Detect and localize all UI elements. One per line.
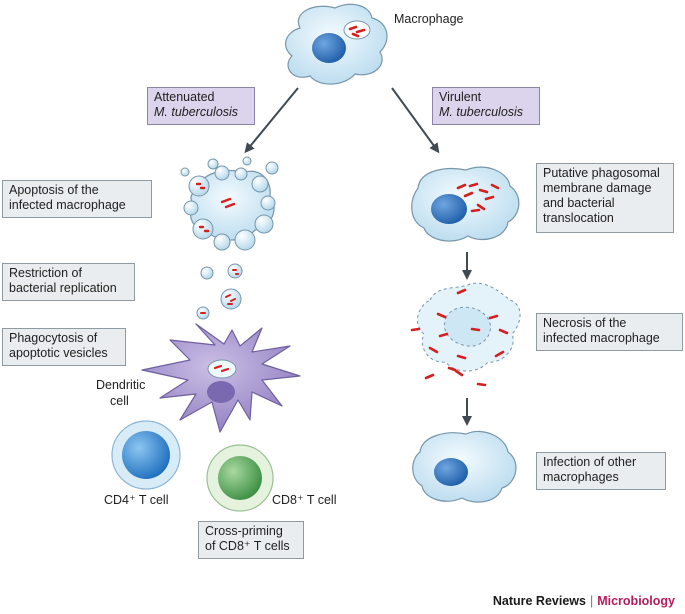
infection-box: Infection of other macrophages xyxy=(536,452,666,490)
necrosis-line1: Necrosis of the xyxy=(543,316,627,330)
apoptosis-line2: infected macrophage xyxy=(9,198,126,212)
dendritic-cell xyxy=(141,323,301,433)
cross-priming-line1: Cross-priming xyxy=(205,524,283,538)
attenuated-line1: Attenuated xyxy=(154,90,215,104)
arrow-attenuated xyxy=(244,87,299,154)
apoptosis-line1: Apoptosis of the xyxy=(9,183,99,197)
infection-line1: Infection of other xyxy=(543,455,637,469)
dendritic-label-line1: Dendritic xyxy=(96,378,146,392)
restriction-box: Restriction of bacterial replication xyxy=(2,263,135,301)
top-bacteria xyxy=(348,25,366,38)
virulent-line2: M. tuberculosis xyxy=(439,105,524,119)
apoptosis-box: Apoptosis of the infected macrophage xyxy=(2,180,152,218)
cd8-label: CD8⁺ T cell xyxy=(272,493,337,507)
virulent-box: Virulent M. tuberculosis xyxy=(432,87,540,125)
cross-priming-box: Cross-priming of CD8⁺ T cells xyxy=(198,521,304,559)
dendritic-nucleus xyxy=(207,381,235,403)
macrophage-label: Macrophage xyxy=(394,12,464,26)
membrane-damage-box: Putative phagosomal membrane damage and … xyxy=(536,163,674,233)
membrane-damage-line4: translocation xyxy=(543,211,614,225)
cd4-nucleus xyxy=(122,431,170,479)
damaged-macrophage xyxy=(411,166,520,242)
necrosis-line2: infected macrophage xyxy=(543,331,660,345)
journal-name: Microbiology xyxy=(597,594,675,608)
attenuated-box: Attenuated M. tuberculosis xyxy=(147,87,255,125)
attenuated-line2: M. tuberculosis xyxy=(154,105,239,119)
restriction-line2: bacterial replication xyxy=(9,281,117,295)
infection-line2: macrophages xyxy=(543,470,619,484)
membrane-damage-line2: membrane damage xyxy=(543,181,652,195)
new-macrophage-nucleus xyxy=(434,458,468,486)
released-bacteria xyxy=(410,288,509,387)
translocated-bacteria xyxy=(456,182,500,213)
apoptotic-macrophage xyxy=(180,156,279,251)
restriction-line1: Restriction of xyxy=(9,266,82,280)
dendritic-label-line2: cell xyxy=(110,394,129,408)
cd4-label: CD4⁺ T cell xyxy=(104,493,169,507)
arrow-virulent xyxy=(391,87,440,154)
phagocytosis-line2: apoptotic vesicles xyxy=(9,346,108,360)
virulent-line1: Virulent xyxy=(439,90,482,104)
publisher-name: Nature Reviews xyxy=(492,594,586,608)
necrosis-box: Necrosis of the infected macrophage xyxy=(536,313,683,351)
cd4-t-cell xyxy=(111,420,181,490)
apoptotic-vesicles xyxy=(196,263,243,320)
damaged-macrophage-nucleus xyxy=(431,194,467,224)
apoptotic-blebs xyxy=(180,156,279,251)
top-phagosome xyxy=(343,20,371,40)
top-macrophage xyxy=(284,3,388,85)
membrane-damage-line1: Putative phagosomal xyxy=(543,166,660,180)
journal-footer: Nature Reviews|Microbiology xyxy=(492,594,675,608)
dendritic-vesicle xyxy=(207,359,237,379)
membrane-damage-line3: and bacterial xyxy=(543,196,615,210)
new-macrophage xyxy=(412,430,517,503)
phagocytosis-box: Phagocytosis of apoptotic vesicles xyxy=(2,328,126,366)
necrotic-macrophage xyxy=(410,282,521,387)
phagocytosis-line1: Phagocytosis of xyxy=(9,331,98,345)
cd8-t-cell xyxy=(206,444,274,512)
apoptotic-bacteria xyxy=(195,182,236,233)
cd8-nucleus xyxy=(218,456,262,500)
top-macrophage-nucleus xyxy=(312,33,346,63)
cross-priming-line2: of CD8⁺ T cells xyxy=(205,539,290,553)
